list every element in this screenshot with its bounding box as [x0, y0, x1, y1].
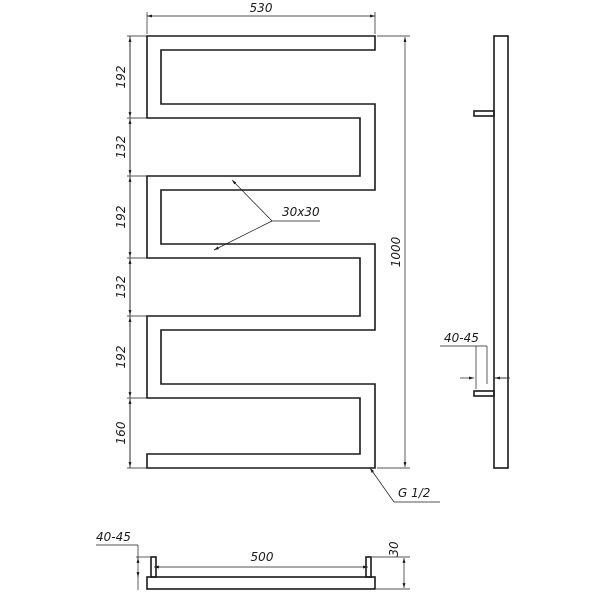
width-dimension: 530 — [146, 1, 376, 34]
height-dimension: 1000 — [377, 35, 410, 469]
segment-label-3: 192 — [114, 206, 128, 229]
tube-section-callout: 30x30 — [213, 179, 320, 251]
side-view-bar — [493, 35, 509, 469]
bottom-offset-label: 40-45 — [96, 530, 131, 544]
segment-dimensions: 192 132 192 132 192 160 — [114, 35, 147, 469]
segment-label-4: 132 — [114, 276, 128, 299]
thread-callout: G 1/2 — [369, 467, 440, 503]
width-label: 530 — [250, 1, 273, 15]
serpentine-outer-outline — [146, 35, 376, 469]
segment-label-2: 132 — [114, 136, 128, 159]
side-view: 40-45 — [440, 35, 510, 469]
bottom-view: 500 40-45 30 — [96, 530, 410, 590]
segment-label-6: 160 — [114, 421, 128, 444]
segment-label-1: 192 — [114, 66, 128, 89]
side-view-top-connector — [473, 110, 495, 117]
bottom-height-label: 30 — [387, 541, 401, 557]
side-view-bottom-connector — [473, 390, 495, 397]
front-view — [146, 35, 376, 469]
side-offset-label: 40-45 — [444, 331, 479, 345]
tube-section-label: 30x30 — [282, 205, 320, 219]
height-label: 1000 — [389, 236, 403, 267]
bottom-view-bar — [146, 576, 376, 590]
segment-label-5: 192 — [114, 346, 128, 369]
thread-label: G 1/2 — [398, 486, 430, 500]
bottom-span-label: 500 — [251, 550, 274, 564]
